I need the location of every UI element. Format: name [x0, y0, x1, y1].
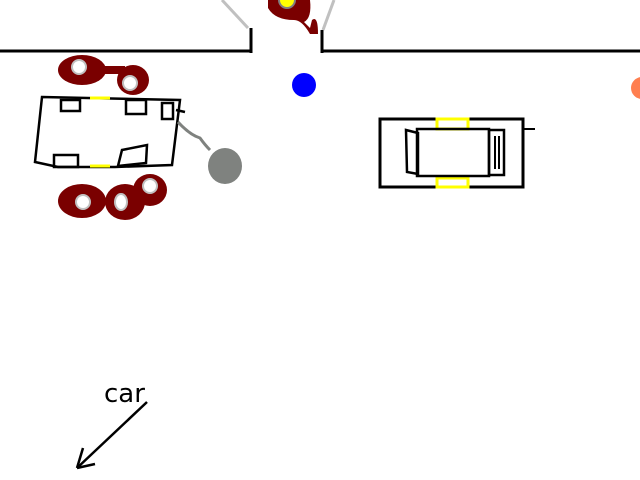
blood-splatter-lower — [58, 174, 167, 220]
blood-splatter-upper — [58, 55, 149, 95]
player-marker[interactable] — [292, 73, 316, 97]
parked-car[interactable] — [378, 117, 535, 189]
car-label: car — [104, 379, 145, 409]
lamp-icon — [278, 0, 296, 9]
wall-right — [320, 0, 640, 53]
car-direction-annotation: car — [75, 379, 148, 470]
smoke-trail — [176, 120, 242, 184]
blood-splatter-top — [268, 0, 318, 34]
wall-left — [0, 0, 253, 53]
wrecked-car[interactable] — [33, 95, 186, 169]
enemy-marker[interactable] — [631, 77, 640, 99]
